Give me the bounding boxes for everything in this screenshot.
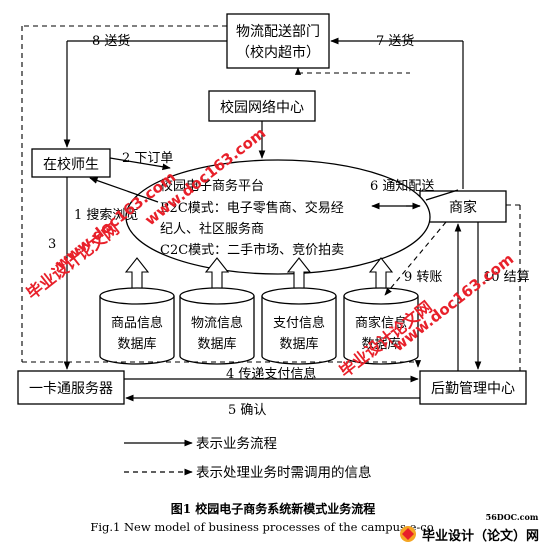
- edge-10-label: 10 结算: [483, 270, 530, 285]
- logistics-center-box: 后勤管理中心: [419, 370, 527, 405]
- dashed-merchant-db: [384, 221, 447, 296]
- edge-4-label: 4 传递支付信息: [226, 366, 316, 382]
- edge-5-label: 5 确认: [228, 403, 266, 418]
- db-payment-label: 支付信息: [273, 315, 325, 331]
- caption-en: Fig.1 New model of business processes of…: [90, 520, 433, 534]
- edge-1-label: 1 搜索浏览: [74, 207, 138, 223]
- db-product: 商品信息 数据库: [99, 287, 175, 365]
- legend-solid-label: 表示业务流程: [196, 436, 277, 452]
- legend-dashed-label: 表示处理业务时需调用的信息: [196, 464, 372, 481]
- caption-cn: 图1 校园电子商务系统新模式业务流程: [171, 501, 376, 516]
- merchant-label: 商家: [449, 199, 477, 216]
- edge-2-label: 2 下订单: [122, 151, 173, 166]
- footer-logo: 56DOC.com 毕业设计（论文）网: [400, 512, 539, 544]
- hollow-arrow-2: [204, 257, 230, 291]
- db-payment: 支付信息 数据库: [261, 287, 337, 365]
- network-center-label: 校园网络中心: [220, 99, 304, 116]
- logistics-dept-label: 物流配送部门: [236, 24, 320, 40]
- edge-8-label: 8 送货: [92, 33, 130, 49]
- platform-c2c-line: C2C模式：二手市场、竞价拍卖: [160, 242, 344, 258]
- db-logistics-label: 物流信息: [191, 315, 243, 331]
- network-center-box: 校园网络中心: [208, 90, 316, 122]
- flow-1-browse: [89, 177, 159, 203]
- solid-flows: [63, 37, 482, 402]
- db-logistics: 物流信息 数据库: [179, 287, 255, 365]
- edge-6-label: 6 通知配送: [370, 178, 434, 194]
- legend: 表示业务流程 表示处理业务时需调用的信息: [124, 436, 372, 481]
- footer-site: 56DOC.com: [486, 512, 539, 522]
- logistics-dept-box: 物流配送部门 （校内超市）: [226, 13, 330, 69]
- platform-title: 校园电子商务平台: [160, 178, 264, 194]
- logistics-center-label: 后勤管理中心: [431, 381, 515, 397]
- card-server-box: 一卡通服务器: [17, 370, 125, 405]
- logistics-dept-sublabel: （校内超市）: [236, 44, 320, 61]
- hollow-arrow-4: [368, 257, 394, 291]
- db-payment-sublabel: 数据库: [279, 336, 318, 352]
- db-product-label: 商品信息: [111, 315, 163, 331]
- db-logistics-sublabel: 数据库: [197, 336, 236, 352]
- hollow-arrow-3: [286, 257, 312, 291]
- db-merchant: 商家信息 数据库: [343, 287, 419, 365]
- db-merchant-label: 商家信息: [355, 315, 407, 331]
- dashed-flows: [21, 25, 521, 371]
- footer-brand: 毕业设计（论文）网: [422, 528, 539, 544]
- edge-7-label: 7 送货: [376, 33, 414, 49]
- platform-ellipse: 校园电子商务平台 B2C模式：电子零售商、交易经 纪人、社区服务商 C2C模式：…: [125, 159, 431, 275]
- student-label: 在校师生: [43, 156, 99, 173]
- merchant-box: 商家: [419, 190, 507, 223]
- platform-b2c-line1: B2C模式：电子零售商、交易经: [160, 200, 344, 216]
- platform-b2c-line2: 纪人、社区服务商: [160, 221, 264, 237]
- student-box: 在校师生: [31, 148, 111, 178]
- flow-6-notify-a: [425, 189, 459, 201]
- hollow-arrow-1: [124, 257, 150, 291]
- db-merchant-sublabel: 数据库: [361, 336, 400, 352]
- db-to-platform-arrows: [124, 257, 394, 291]
- db-product-sublabel: 数据库: [117, 336, 156, 352]
- edge-3-label: 3: [48, 237, 56, 252]
- card-server-label: 一卡通服务器: [29, 381, 113, 397]
- flow-2-order: [109, 157, 171, 171]
- edge-9-label: 9 转账: [404, 270, 442, 285]
